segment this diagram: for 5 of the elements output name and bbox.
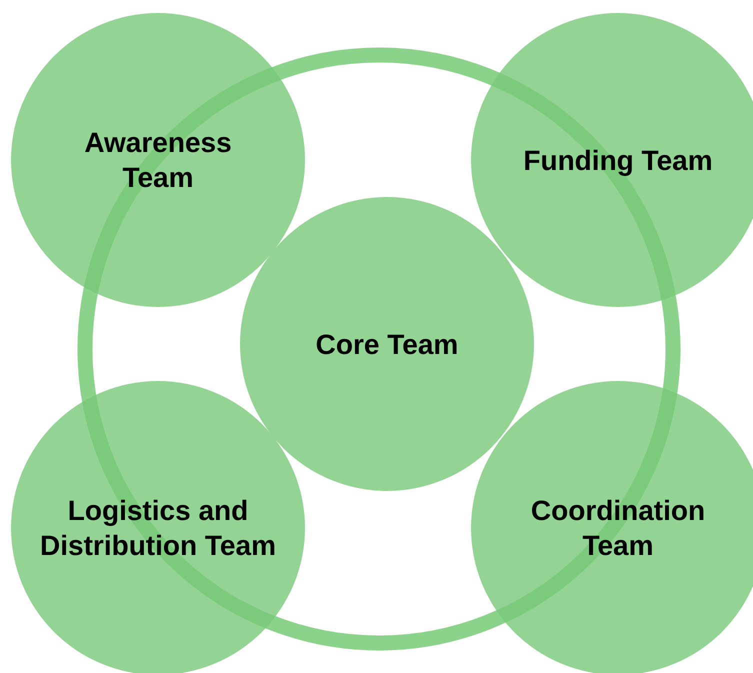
team-label: Coordination Team (530, 494, 706, 563)
team-label: Funding Team (523, 144, 713, 178)
team-label: Awareness Team (83, 126, 233, 195)
team-label: Core Team (316, 328, 458, 362)
team-label: Logistics and Distribution Team (39, 494, 277, 563)
